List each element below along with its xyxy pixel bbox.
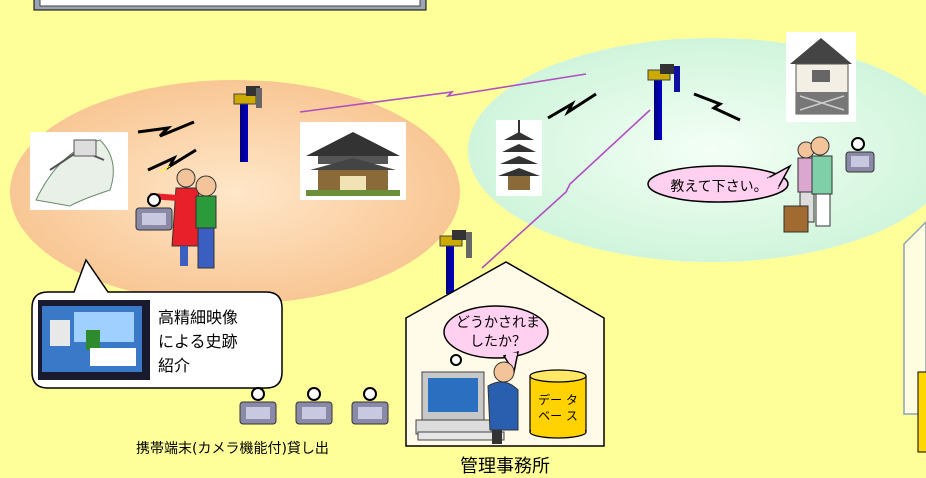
video-callout (31, 258, 283, 389)
tourist-couple-right (783, 136, 833, 233)
database-icon (529, 369, 587, 439)
office-speech-text: どうかされま したか？ (448, 314, 548, 352)
pagoda-illustration (496, 120, 542, 196)
video-callout-line2: による史跡 (158, 332, 238, 351)
visitor-couple-left (149, 168, 217, 269)
antenna-tower-left (233, 86, 262, 162)
office-caption: 管理事務所 (460, 456, 550, 477)
title-box (33, 0, 427, 11)
antenna-tower-office (439, 230, 472, 294)
tourist-speech-bubble (647, 164, 792, 203)
video-callout-line1: 高精細映像 (158, 308, 239, 327)
rental-caption: 携帯端末(カメラ機能付)貸し出 (136, 441, 329, 457)
tourist-speech-text: 教えて下さい。 (656, 176, 782, 196)
database-line2: ベー ス (538, 409, 578, 423)
video-callout-line3: 紹介 (158, 356, 191, 375)
office-speech-line1: どうかされま (456, 315, 540, 331)
partial-building-edge (903, 220, 926, 453)
office-speech-bubble (443, 305, 549, 374)
network-links (299, 73, 651, 269)
temple-hall-illustration (300, 122, 406, 200)
camera-device-icon (135, 137, 875, 425)
operator-computer-icon (415, 361, 519, 444)
video-callout-text: 高精細映像 による史跡 紹介 (158, 306, 278, 378)
storehouse-illustration (786, 32, 856, 122)
tourist-speech-label: 教えて下さい。 (670, 179, 768, 195)
wireless-signals (137, 92, 741, 173)
database-label: デー タ ベー ス (530, 392, 586, 424)
database-line1: デー タ (538, 393, 578, 407)
castle-map-illustration (30, 132, 128, 210)
antenna-tower-right (647, 64, 680, 140)
office-speech-line2: したか？ (470, 334, 526, 350)
